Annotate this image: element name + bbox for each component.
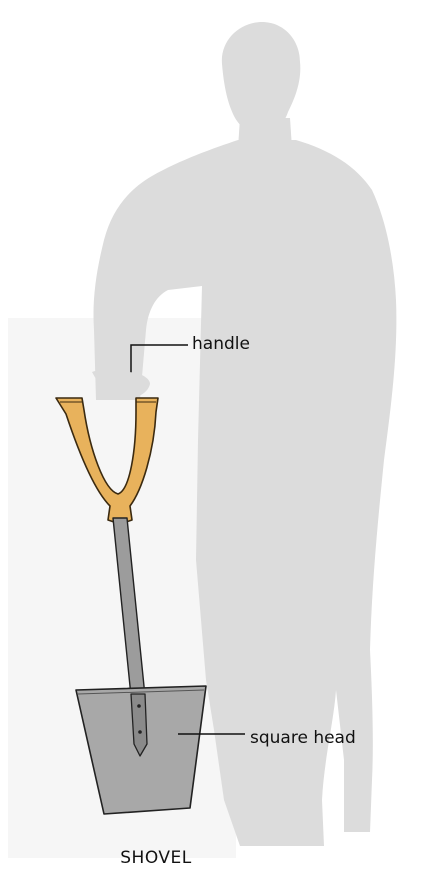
square-head-label: square head (250, 728, 356, 748)
handle-label: handle (192, 334, 250, 354)
diagram-caption: SHOVEL (0, 848, 312, 868)
